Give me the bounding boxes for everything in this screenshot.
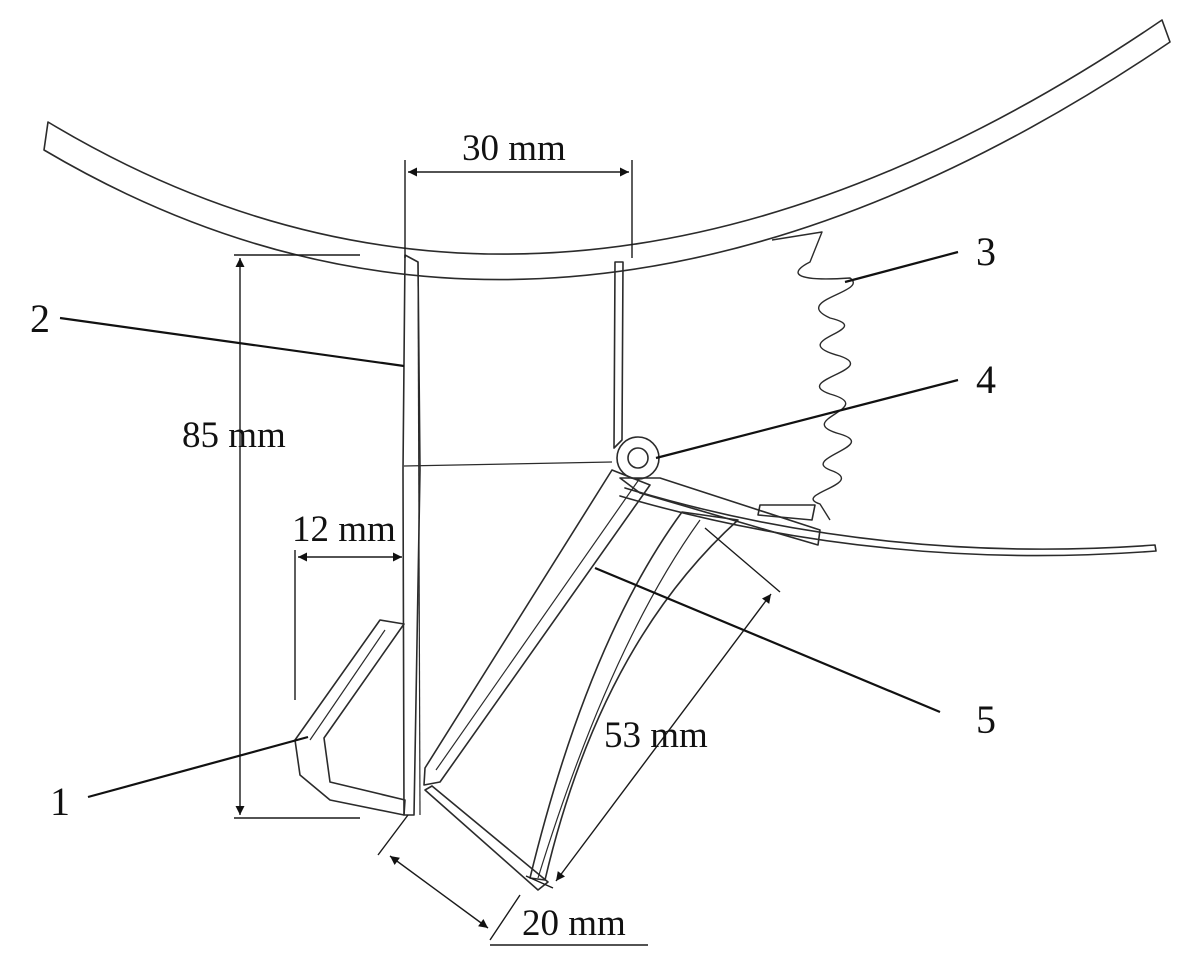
blade-inner-edge	[435, 477, 641, 771]
leader-part-4	[655, 378, 959, 460]
bracket-inner-edge	[309, 629, 386, 741]
dim-53-ext-bottom	[525, 875, 554, 889]
right-vertical-bar	[613, 261, 624, 449]
fixed-plate-part-2	[402, 254, 421, 816]
dim-20-ext-right	[489, 894, 521, 941]
spring-part-3	[771, 231, 854, 521]
leader-part-1	[87, 735, 309, 799]
blade-tail-inner	[537, 519, 701, 879]
leader-part-3	[844, 250, 959, 284]
dim-20-ext-left	[377, 814, 409, 856]
hinge-pin-inner	[627, 447, 649, 469]
leader-part-5	[594, 566, 941, 714]
blade-foot	[424, 785, 549, 891]
leader-part-2	[59, 316, 405, 368]
dim-20-label: 20 mm	[522, 903, 626, 944]
plate-divider	[403, 461, 613, 467]
plate-inner-edge	[417, 261, 421, 816]
dim-20-line	[389, 855, 489, 929]
dim-53-label: 53 mm	[604, 715, 708, 756]
dim-85-label: 85 mm	[182, 415, 286, 456]
part-number-3: 3	[976, 229, 996, 274]
hinge-pin-part-4	[616, 436, 660, 480]
part-number-4: 4	[976, 357, 996, 402]
hinge-arm	[619, 477, 821, 546]
swing-blade-part-5	[423, 469, 651, 786]
top-drum-wall	[43, 19, 1171, 281]
dim-53-ext-top	[704, 527, 781, 593]
part-number-2: 2	[30, 296, 50, 341]
lower-rim	[619, 487, 1157, 557]
blade-curved-tail	[529, 511, 739, 881]
dim-12-label: 12 mm	[292, 509, 396, 550]
part-number-1: 1	[50, 779, 70, 824]
bracket-part-1	[294, 619, 406, 816]
part-number-5: 5	[976, 697, 996, 742]
spring-base	[757, 504, 816, 521]
dim-30-label: 30 mm	[462, 128, 566, 169]
dim-53-line	[555, 593, 772, 882]
